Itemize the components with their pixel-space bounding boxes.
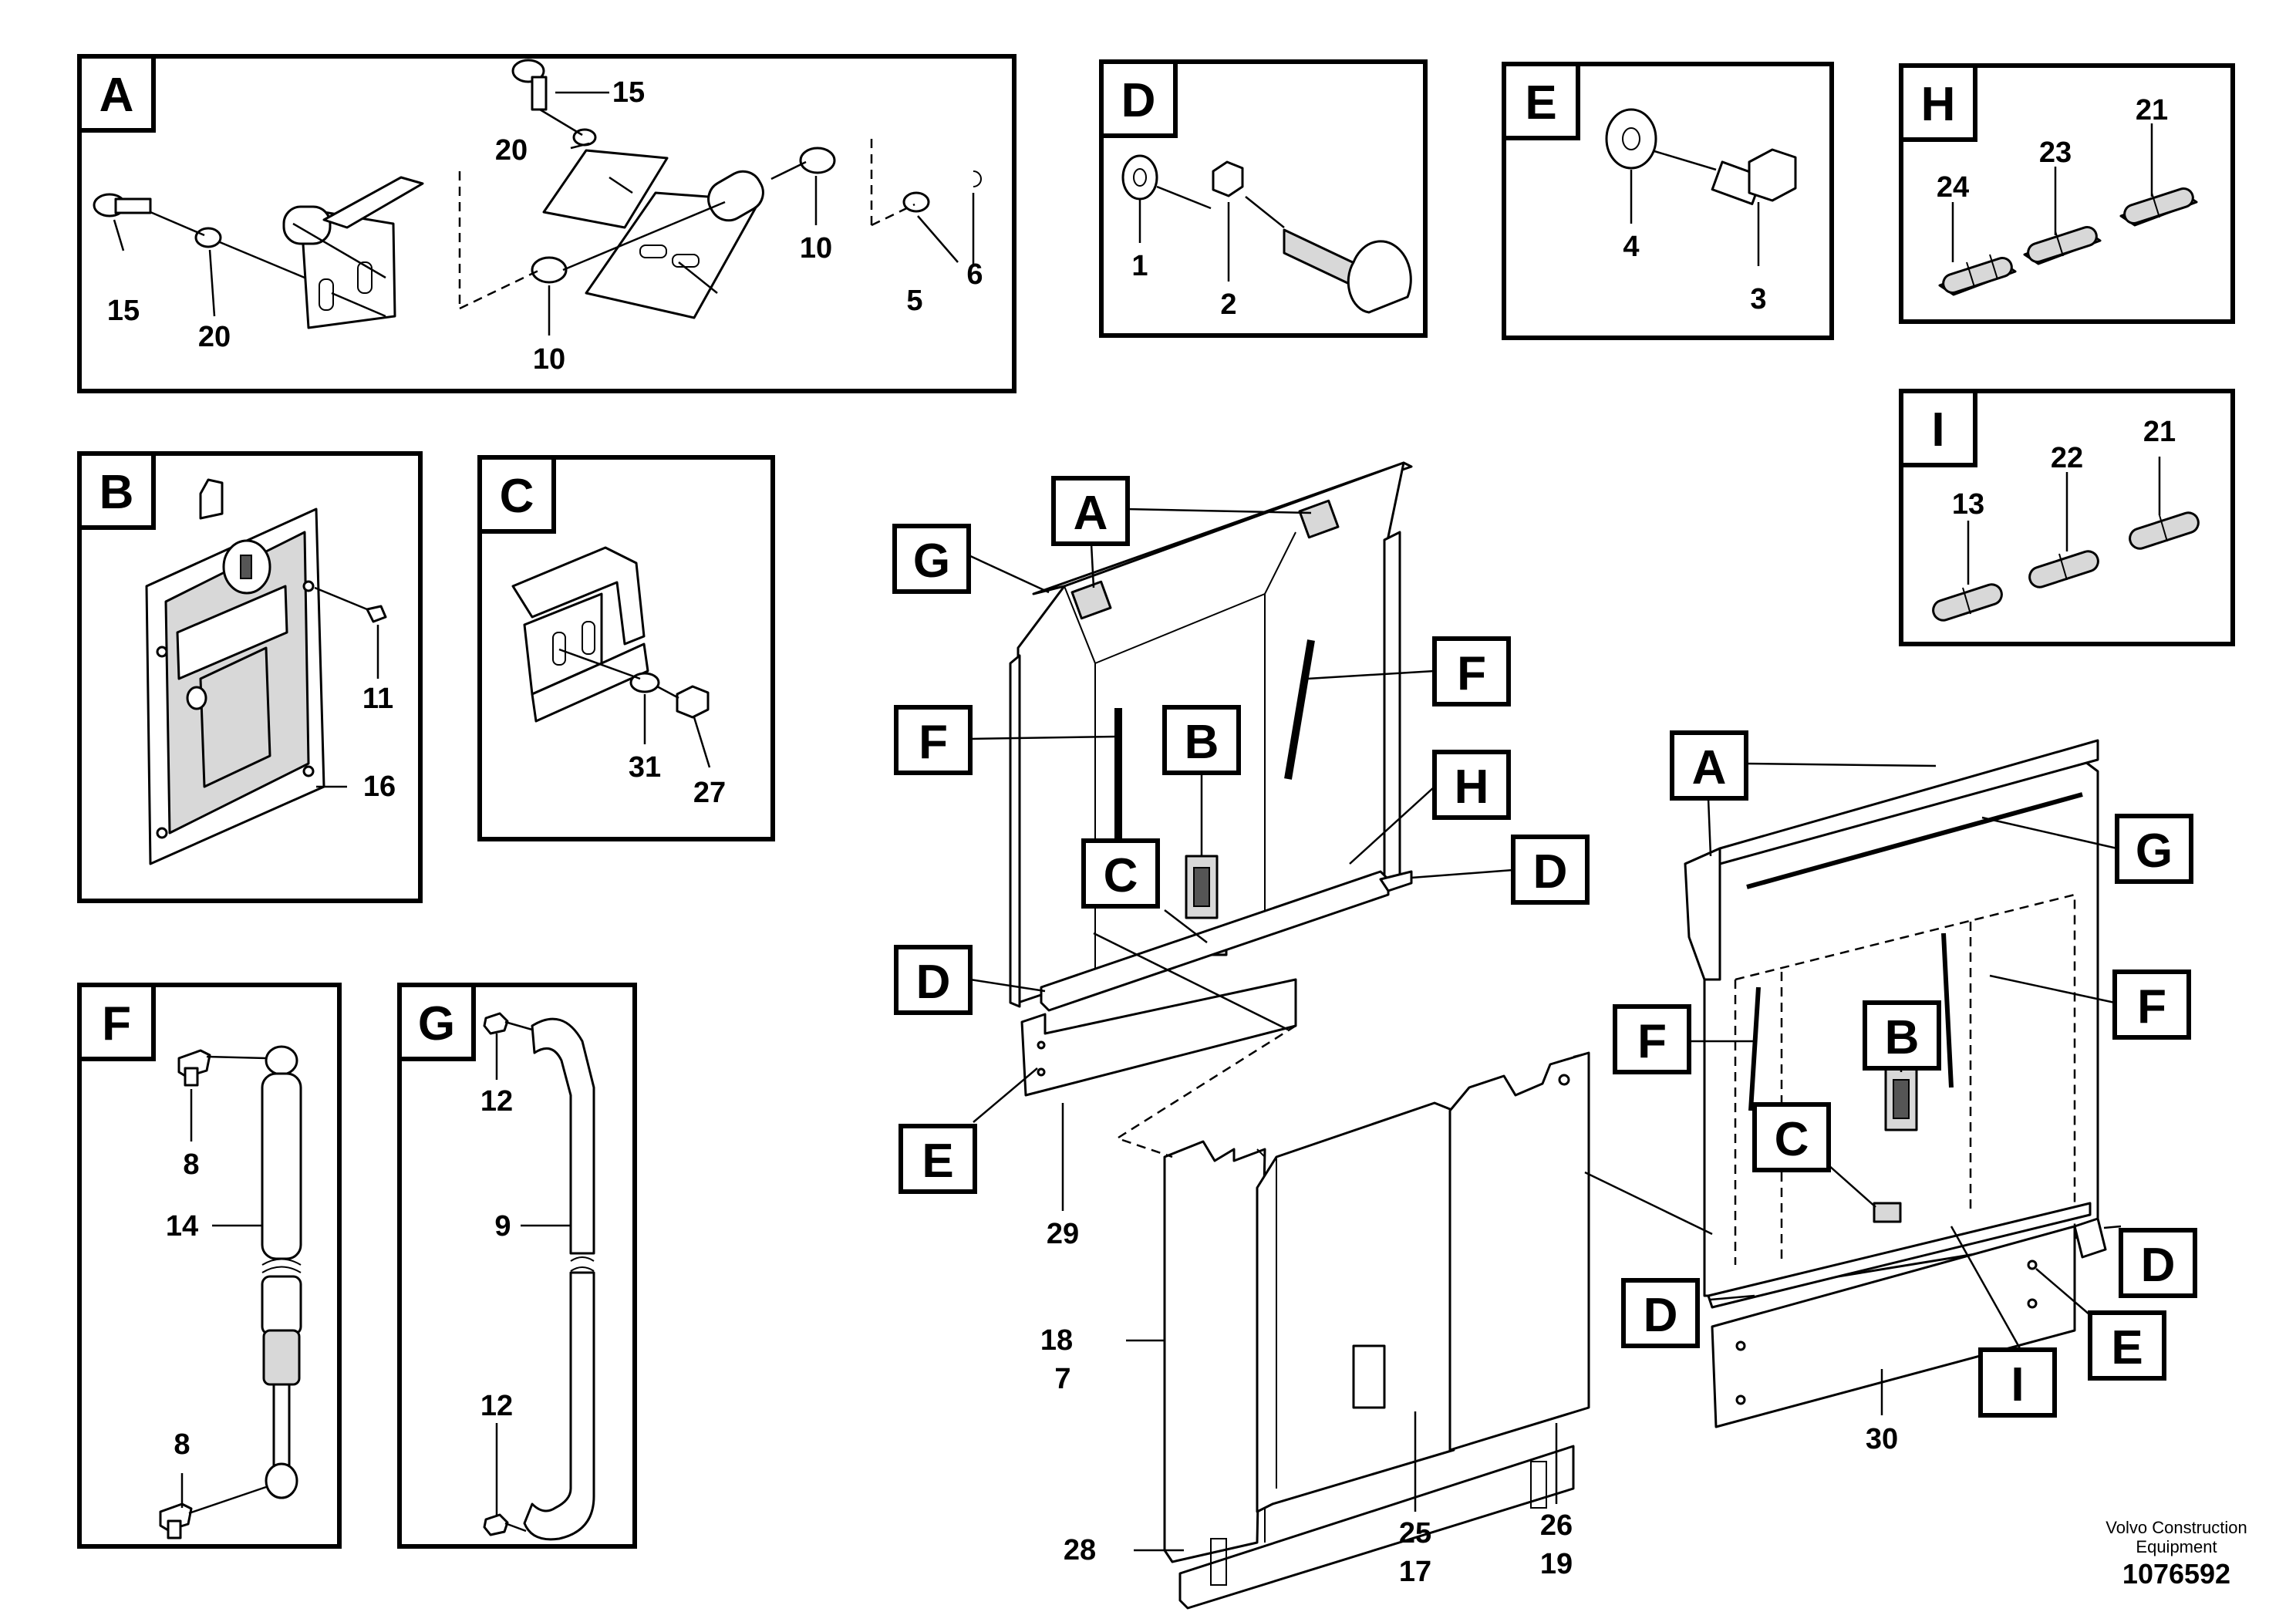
panel-h-letter: H	[1921, 78, 1956, 131]
callout-tag: A	[1074, 487, 1108, 540]
panel-a-label: 15	[612, 76, 645, 109]
panel-g-label: 9	[494, 1210, 511, 1243]
callout-tag: G	[2136, 824, 2173, 878]
panel-f-label: 8	[183, 1148, 199, 1181]
publisher-credit: Volvo Construction Equipment 1076592	[2106, 1518, 2247, 1590]
panel-f-label: 14	[166, 1210, 198, 1243]
detail-panel-f: F 8 14 8	[77, 983, 342, 1549]
panel-b-label: 11	[362, 683, 393, 715]
detail-panel-a: A	[77, 54, 1017, 393]
detail-panel-h: H 24 23 21	[1899, 63, 2235, 324]
panel-b-letter: B	[99, 466, 134, 519]
part-label-29: 29	[1047, 1218, 1079, 1250]
callout-tag: F	[1457, 647, 1486, 700]
left-callouts: A G F F B H C D D E	[892, 476, 1590, 1194]
panel-d-label: 1	[1131, 250, 1148, 282]
callout-tag: A	[1692, 741, 1727, 794]
part-label-7: 7	[1054, 1363, 1070, 1395]
panel-i-letter: I	[1931, 403, 1944, 457]
callout-tag: F	[1637, 1015, 1667, 1068]
panel-g-letter: G	[418, 997, 455, 1050]
panel-c-label: 31	[629, 751, 661, 784]
detail-panel-d: D 1 2	[1099, 59, 1428, 338]
credit-line-1: Volvo Construction	[2106, 1518, 2247, 1537]
panel-h-label: 21	[2136, 94, 2168, 126]
left-door-assembly	[1009, 461, 1413, 1211]
callout-tag: C	[1104, 849, 1138, 902]
panel-a-label: 20	[495, 134, 528, 167]
part-label-18: 18	[1040, 1324, 1073, 1357]
drawing-number: 1076592	[2122, 1558, 2230, 1590]
panel-e-label: 3	[1750, 283, 1766, 315]
part-label-28: 28	[1064, 1534, 1096, 1566]
credit-line-2: Equipment	[2136, 1537, 2217, 1556]
callout-tag: D	[2141, 1239, 2176, 1292]
panel-c-letter: C	[500, 470, 534, 523]
panel-g-label: 12	[480, 1390, 513, 1422]
panel-f-label: 8	[174, 1428, 190, 1461]
panel-d-label: 2	[1220, 288, 1236, 321]
right-callouts: A G F F B C D D E I	[1613, 730, 2197, 1418]
panel-h-label: 23	[2039, 137, 2072, 169]
callout-tag: I	[2011, 1358, 2024, 1411]
panel-a-label: 10	[800, 232, 832, 265]
panel-g-label: 12	[480, 1085, 513, 1118]
part-label-17: 17	[1399, 1556, 1431, 1588]
panel-i-label: 21	[2143, 416, 2176, 448]
main-part-numbers: 29 18 7 25 17 26 19 28 30	[1040, 1218, 1898, 1588]
callout-tag: D	[1533, 845, 1568, 899]
detail-panel-e: E 4 3	[1502, 62, 1834, 340]
panel-a-label: 15	[107, 295, 140, 327]
panel-a-label: 6	[966, 258, 983, 291]
panel-a-label: 20	[198, 321, 231, 353]
callout-tag: F	[2137, 980, 2166, 1034]
panel-a-label: 10	[533, 343, 565, 376]
callout-tag: F	[919, 716, 948, 769]
detail-panel-c: C 31 27	[477, 455, 775, 841]
panel-c-label: 27	[693, 777, 726, 809]
detail-panel-g: G 12 9 12	[397, 983, 637, 1549]
part-label-19: 19	[1540, 1548, 1573, 1580]
panel-d-letter: D	[1121, 74, 1156, 127]
callout-tag: B	[1185, 716, 1219, 769]
detail-panel-b: B 11 16	[77, 451, 423, 903]
lining-panels	[1121, 1051, 1590, 1610]
part-label-30: 30	[1866, 1423, 1898, 1455]
part-label-26: 26	[1540, 1509, 1573, 1542]
part-label-25: 25	[1399, 1517, 1431, 1549]
callout-tag: D	[916, 956, 951, 1009]
callout-tag: H	[1455, 760, 1489, 814]
panel-e-letter: E	[1525, 76, 1556, 130]
callout-tag: E	[2111, 1321, 2143, 1374]
callout-tag: G	[913, 534, 950, 588]
panel-a-letter: A	[99, 69, 134, 122]
panel-i-label: 22	[2051, 442, 2083, 474]
detail-panel-i: I 13 22 21	[1899, 389, 2235, 646]
panel-i-label: 13	[1952, 488, 1984, 521]
panel-b-label: 16	[363, 771, 396, 803]
callout-tag: C	[1775, 1113, 1809, 1166]
panel-h-label: 24	[1937, 171, 1969, 204]
callout-tag: E	[922, 1135, 953, 1188]
callout-tag: D	[1644, 1289, 1678, 1342]
panel-e-label: 4	[1623, 231, 1639, 263]
callout-tag: B	[1885, 1011, 1920, 1064]
panel-a-label: 5	[906, 285, 922, 317]
panel-f-letter: F	[102, 997, 131, 1050]
